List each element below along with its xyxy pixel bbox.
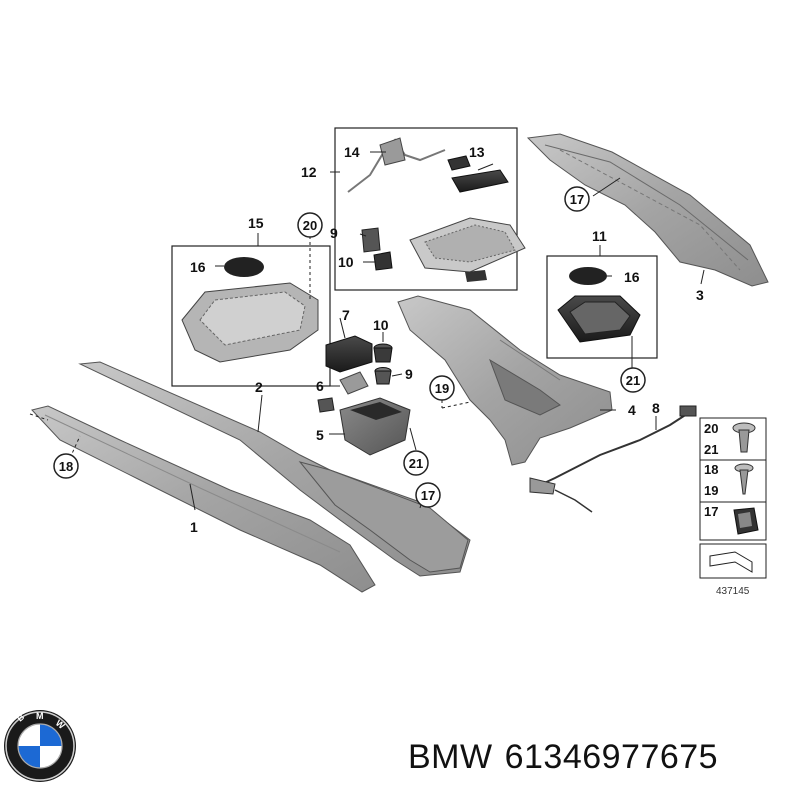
circle-label-19: 19 — [429, 375, 455, 401]
brand-name: BMW — [408, 738, 493, 776]
part-14-cable — [347, 137, 446, 193]
part-8-cable — [529, 405, 697, 513]
label-8: 8 — [652, 400, 660, 416]
part-16-pad-left — [224, 257, 264, 277]
part-number: 61346977675 — [504, 738, 719, 776]
label-16-right: 16 — [624, 269, 640, 285]
legend-21: 21 — [704, 442, 718, 457]
label-12: 12 — [301, 164, 317, 180]
part-7-tray — [325, 335, 373, 373]
legend-17: 17 — [704, 504, 718, 519]
svg-text:B: B — [15, 711, 27, 723]
label-2: 2 — [255, 379, 263, 395]
legend-19: 19 — [704, 483, 718, 498]
footer-part-caption: BMW 61346977675 — [408, 738, 730, 777]
circle-label-20: 20 — [297, 212, 323, 238]
part-5-bin — [317, 397, 411, 456]
circle-label-17-top: 17 — [564, 186, 590, 212]
bmw-logo: B M W — [4, 710, 76, 782]
part-9-socket — [374, 367, 392, 385]
box-group-15 — [171, 245, 331, 387]
part-16-pad-right — [569, 267, 607, 285]
svg-text:21: 21 — [626, 373, 640, 388]
legend-18: 18 — [704, 462, 718, 477]
fastener-legend: 20 21 18 19 17 437145 — [699, 417, 767, 597]
label-10-top: 10 — [338, 254, 354, 270]
svg-text:M: M — [36, 711, 44, 721]
bracket-icon — [709, 551, 753, 573]
label-16-left: 16 — [190, 259, 206, 275]
svg-text:21: 21 — [409, 456, 423, 471]
part-15-tray — [181, 282, 319, 363]
label-6: 6 — [316, 378, 324, 394]
part-13-tray — [447, 155, 509, 193]
label-4: 4 — [628, 402, 636, 418]
circle-label-18: 18 — [53, 453, 79, 479]
leader-lines — [29, 151, 705, 511]
label-9-middle: 9 — [405, 366, 413, 382]
label-3: 3 — [696, 287, 704, 303]
part-12-frame — [409, 217, 526, 282]
svg-text:20: 20 — [303, 218, 317, 233]
part-10-socket — [373, 343, 393, 363]
box-group-11 — [546, 255, 658, 359]
part-6-cover — [339, 371, 369, 395]
label-5: 5 — [316, 427, 324, 443]
label-13: 13 — [469, 144, 485, 160]
box-group-12 — [334, 127, 518, 291]
screw-icon-2 — [734, 463, 754, 495]
circle-label-17-bottom: 17 — [415, 482, 441, 508]
part-3-trim — [526, 133, 769, 287]
legend-20: 20 — [704, 421, 718, 436]
label-1: 1 — [190, 519, 198, 535]
label-9-top: 9 — [330, 225, 338, 241]
part-9-10-bulbs — [361, 227, 393, 271]
screw-icon-1 — [732, 422, 756, 453]
svg-text:17: 17 — [570, 192, 584, 207]
label-7: 7 — [342, 307, 350, 323]
part-4-console — [397, 295, 613, 466]
part-1-trim — [31, 405, 376, 593]
label-11: 11 — [592, 228, 607, 244]
part-11-tray — [557, 295, 641, 343]
clip-icon — [733, 507, 759, 535]
svg-text:17: 17 — [421, 488, 435, 503]
part-17-trim-end — [298, 461, 469, 573]
circle-label-21-middle: 21 — [403, 450, 429, 476]
label-10-middle: 10 — [373, 317, 389, 333]
circle-label-21-right: 21 — [620, 367, 646, 393]
diagram-id: 437145 — [716, 586, 750, 597]
svg-text:19: 19 — [435, 381, 449, 396]
svg-text:18: 18 — [59, 459, 73, 474]
label-14: 14 — [344, 144, 360, 160]
label-15: 15 — [248, 215, 264, 231]
